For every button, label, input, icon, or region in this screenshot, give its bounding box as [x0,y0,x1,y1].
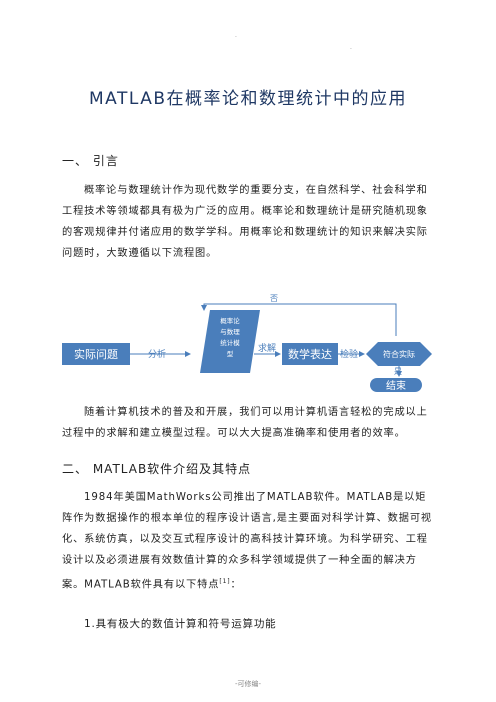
feature-item-1: 1.具有极大的数值计算和符号运算功能 [84,618,277,630]
node-math-expr-label: 数学表达 [288,347,332,361]
node-end [370,378,422,392]
citation-ref: [1] [219,578,231,585]
node-meets-reality [366,342,432,366]
section-1-after-paragraph: 随着计算机技术的普及和开展，我们可以用计算机语言轻松的完成以上过程中的求解和建立… [62,402,434,444]
node-stat-model-line: 型 [227,349,234,358]
document-title: MATLAB在概率论和数理统计中的应用 [88,89,407,109]
node-stat-model-line: 与数理 [220,327,240,336]
node-actual-problem-label: 实际问题 [74,347,118,361]
header-dot: . [235,32,237,39]
paragraph-tail: ： [230,579,242,591]
section-2-heading: 二、 MATLAB软件介绍及其特点 [62,462,252,476]
node-actual-problem [62,343,130,365]
paragraph-text: 随着计算机技术的普及和开展，我们可以用计算机语言轻松的完成以上过程中的求解和建立… [62,407,428,439]
edge-label-analyze: 分析 [148,348,166,360]
edge-label-verify: 检验 [340,348,358,360]
flowchart: 否 实际问题 分析 概率论 与数理 统计模 型 求解 数学表达 检验 符合实际 … [62,294,432,392]
edge-label-yes: 是 [394,367,402,376]
node-stat-model-line: 概率论 [220,316,240,325]
section-1-paragraph: 概率论与数理统计作为现代数学的重要分支，在自然科学、社会科学和工程技术等领域都具… [62,180,434,264]
header-dot: . [350,44,352,51]
paragraph-main: 1984年美国MathWorks公司推出了MATLAB软件。MATLAB是以矩阵… [62,492,433,591]
node-stat-model-line: 统计模 [220,338,240,347]
page-footer: -可修编- [234,680,262,688]
no-loop-arrow [201,303,397,336]
section-2-paragraph: 1984年美国MathWorks公司推出了MATLAB软件。MATLAB是以矩阵… [62,487,434,595]
node-stat-model [200,310,260,373]
edge-label-no: 否 [270,294,278,303]
node-end-label: 结束 [386,379,406,392]
section-1-heading: 一、 引言 [62,154,119,168]
edge-label-solve: 求解 [258,342,276,354]
node-meets-reality-label: 符合实际 [383,349,415,359]
paragraph-text: 1984年美国MathWorks公司推出了MATLAB软件。MATLAB是以矩阵… [62,487,434,595]
paragraph-text: 概率论与数理统计作为现代数学的重要分支，在自然科学、社会科学和工程技术等领域都具… [62,185,428,259]
node-math-expr [282,343,338,365]
